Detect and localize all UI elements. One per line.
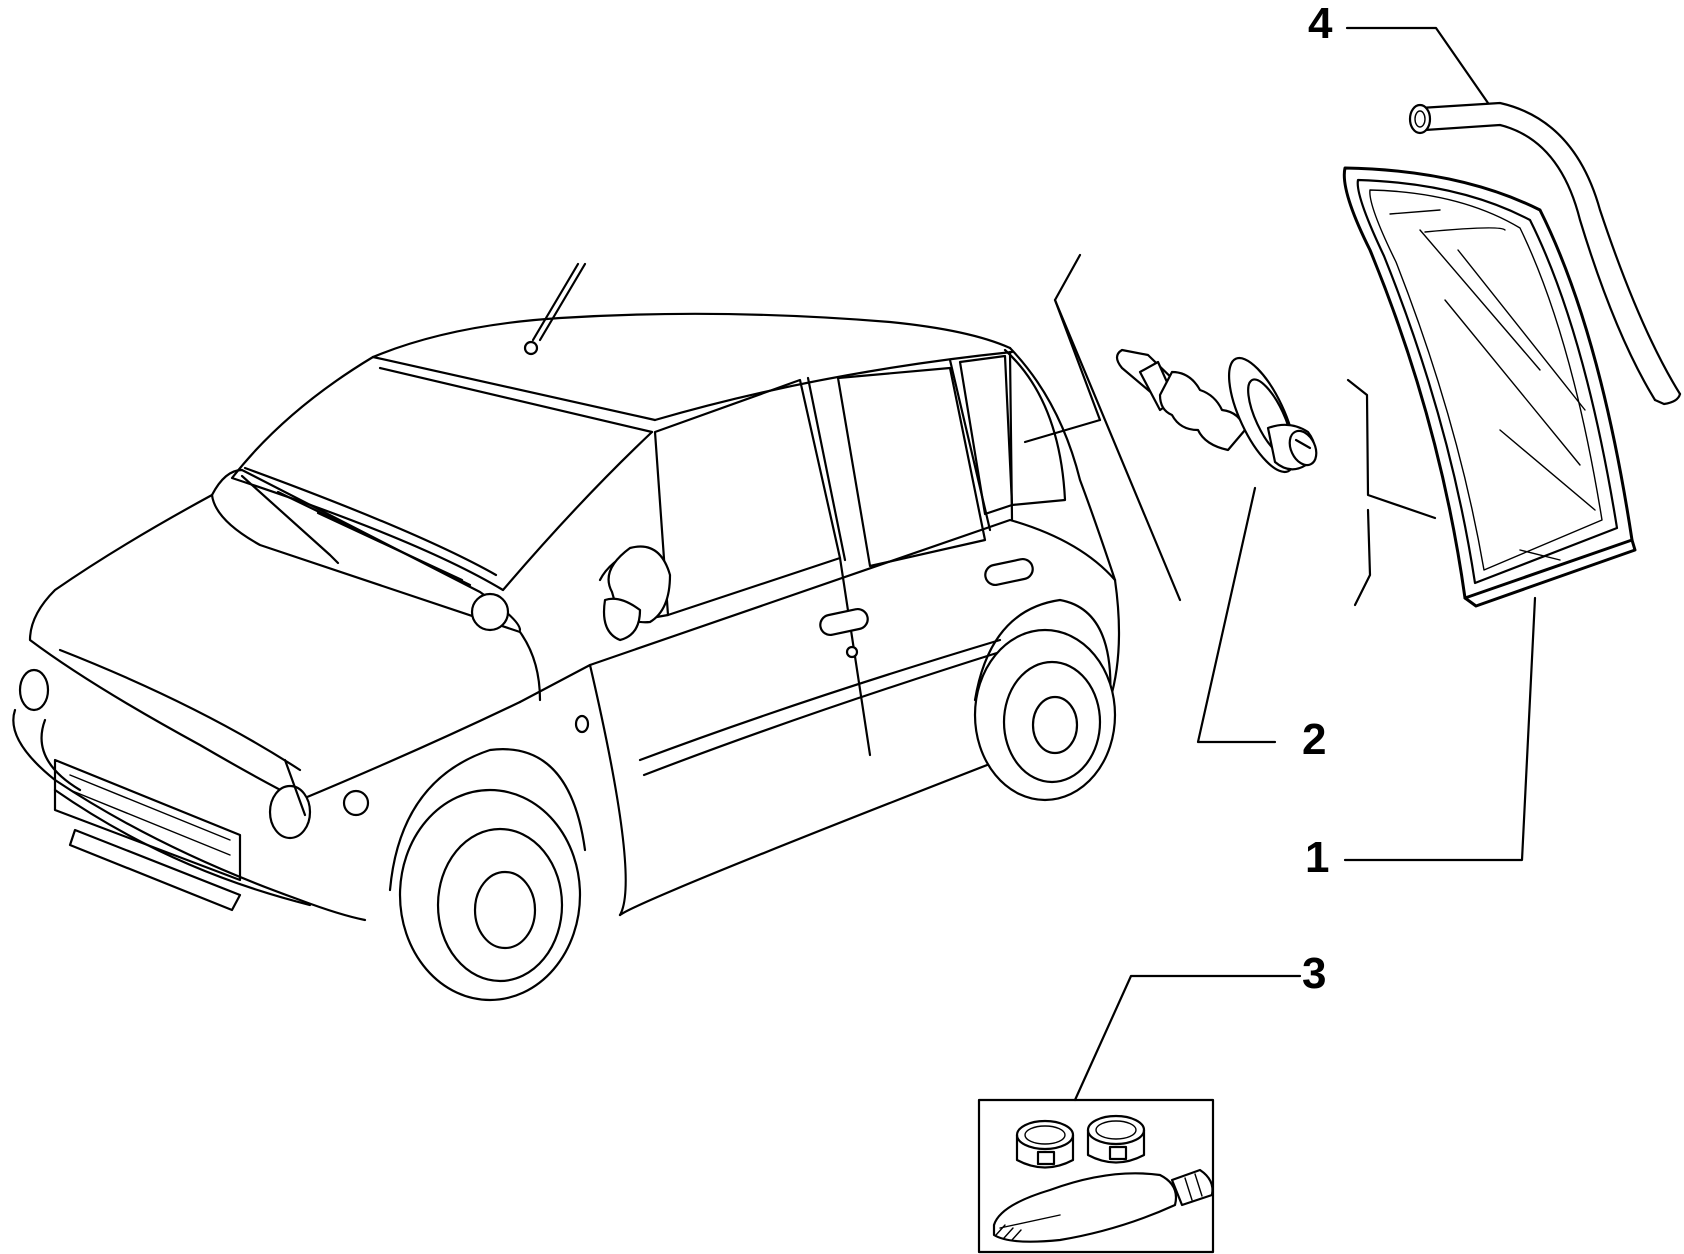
vehicle-illustration (12, 262, 1121, 1002)
callout-2: 2 (1302, 715, 1326, 764)
part-2-fastener-clip (1115, 348, 1318, 474)
part-3-adhesive-kit (977, 1098, 1215, 1254)
part-4-seal-strip (1408, 101, 1682, 406)
callout-3: 3 (1302, 949, 1326, 998)
part-1-quarter-glass (1342, 166, 1637, 608)
leader-lines (1023, 26, 1537, 1102)
callout-1: 1 (1305, 833, 1329, 882)
callout-4: 4 (1308, 0, 1333, 48)
